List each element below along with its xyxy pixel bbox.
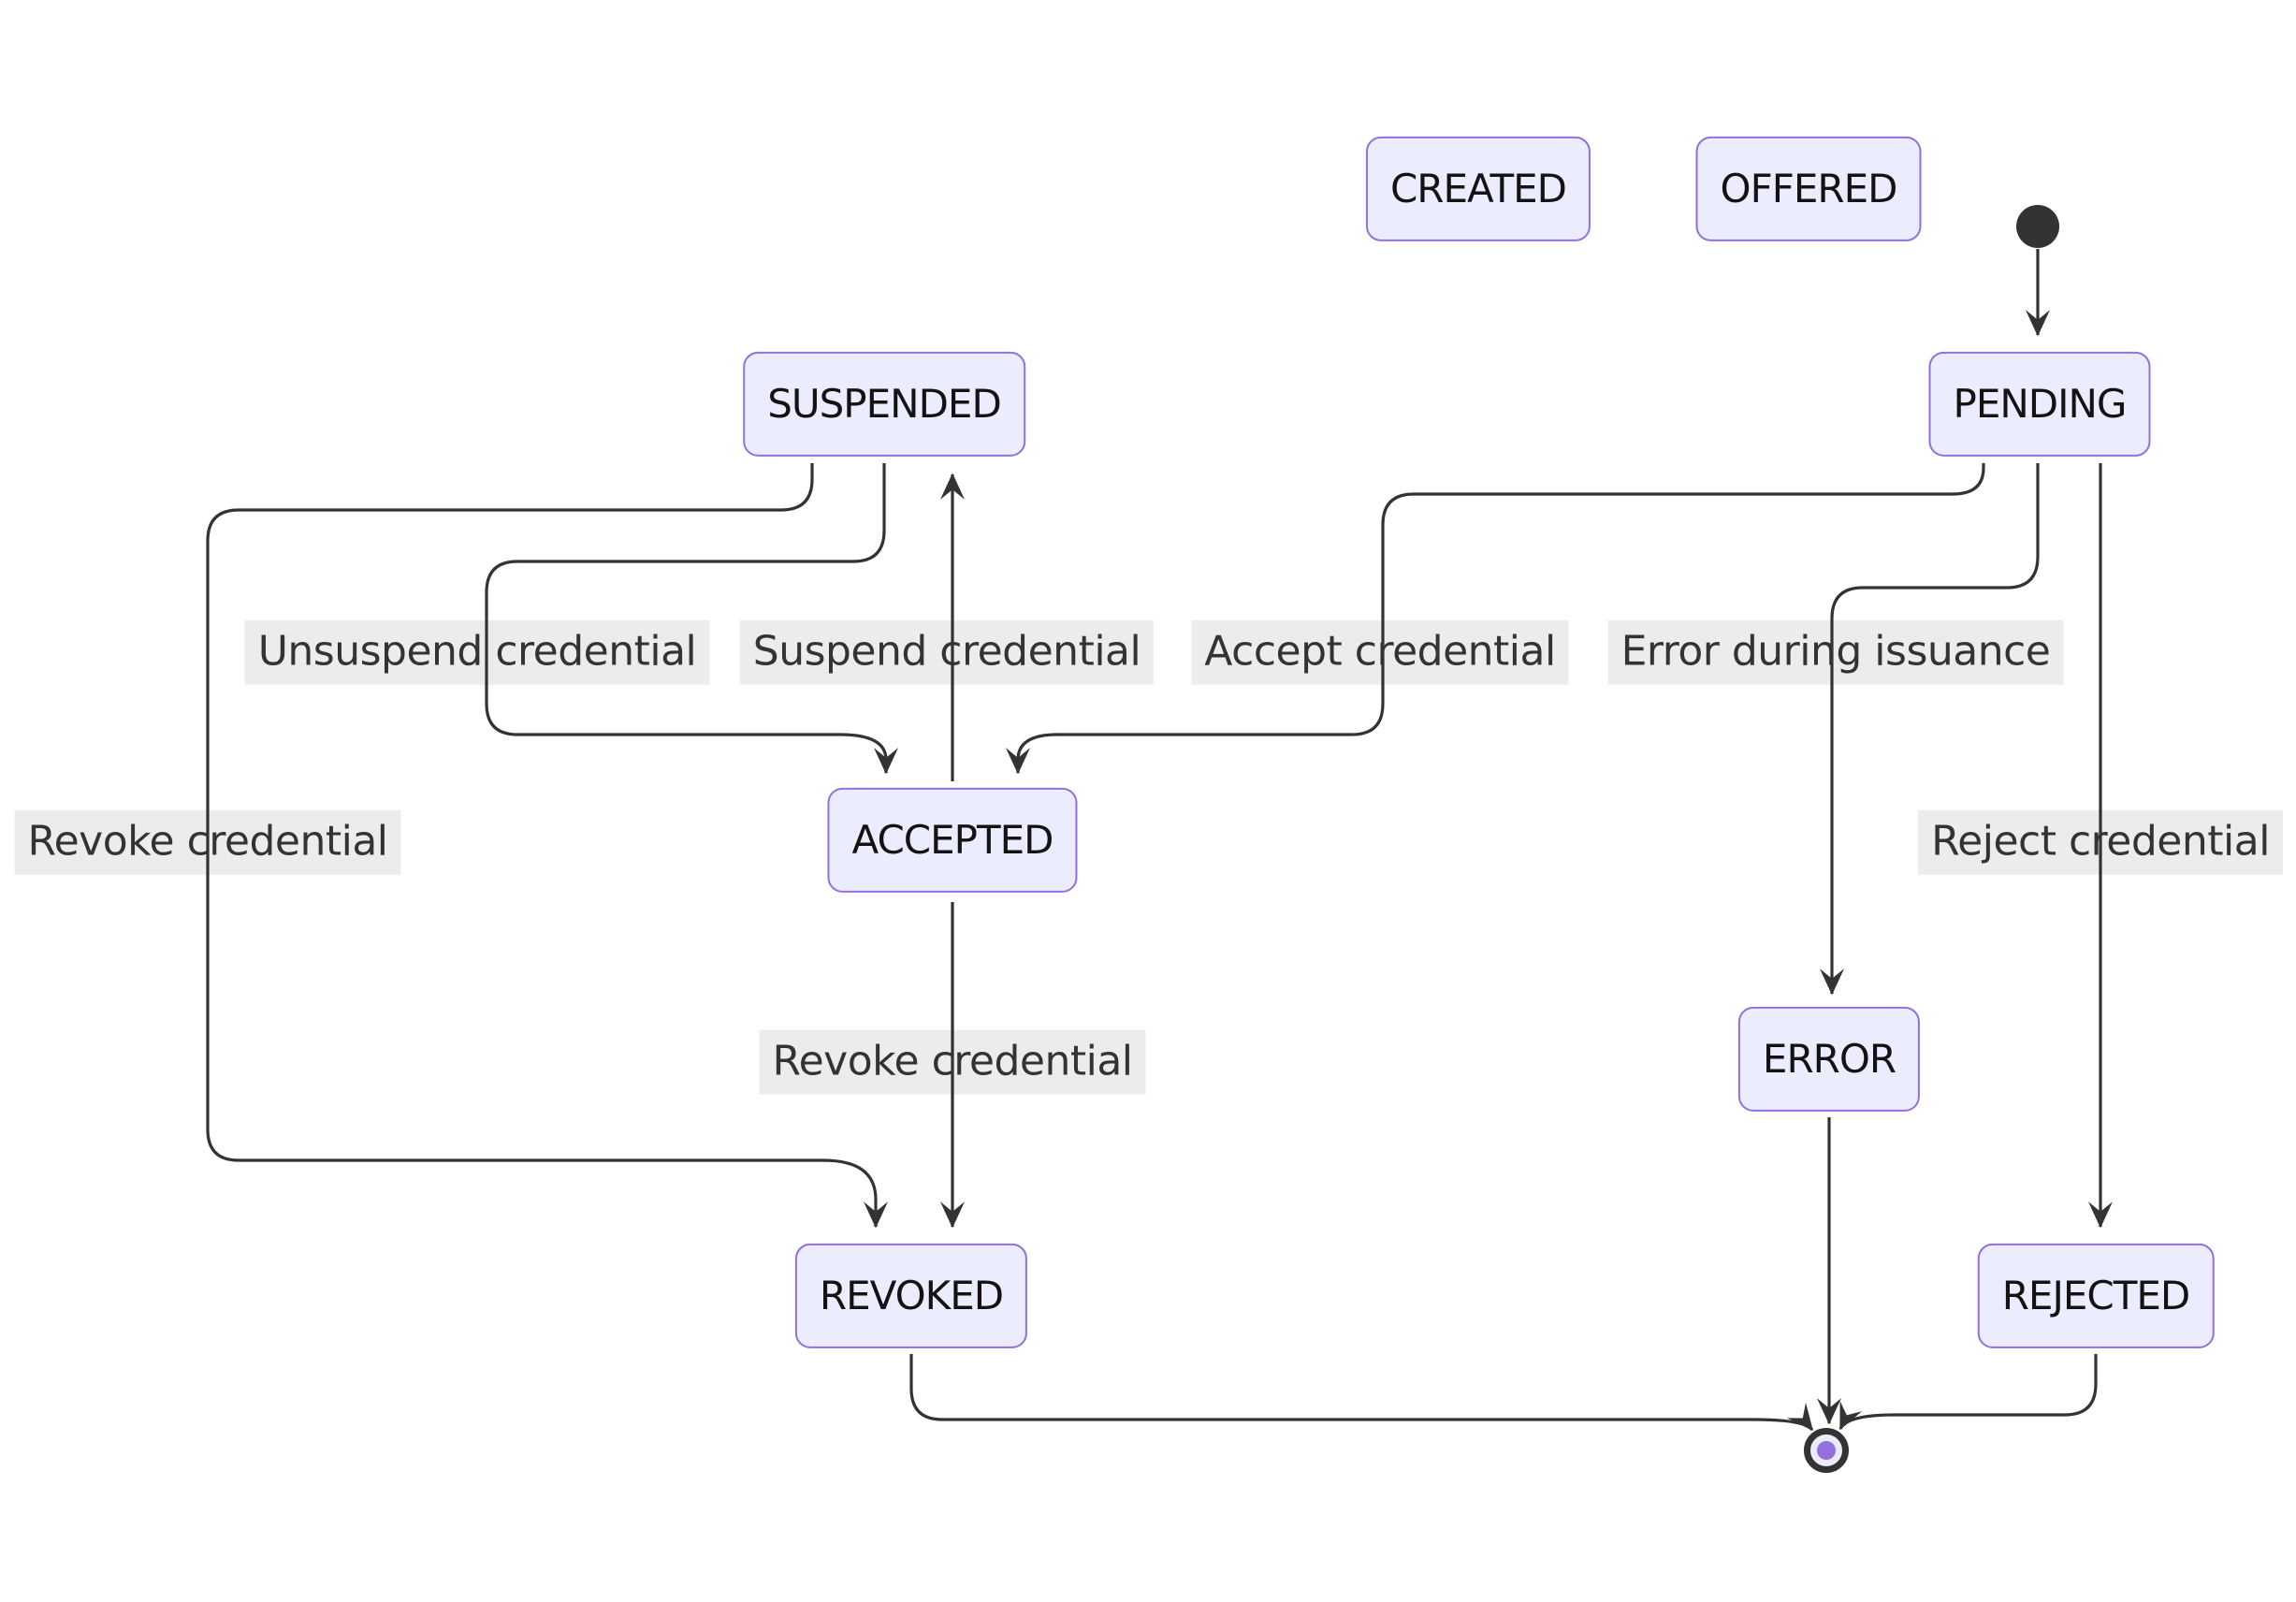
edge-pending-to-error xyxy=(1819,463,2040,996)
state-node-pending: PENDING xyxy=(1928,351,2151,458)
state-node-offered: OFFERED xyxy=(1695,136,1922,242)
state-node-rejected: REJECTED xyxy=(1977,1243,2215,1349)
edge-suspended-to-accepted xyxy=(485,463,899,775)
start-state-icon xyxy=(2016,205,2059,248)
state-node-created: CREATED xyxy=(1365,136,1591,242)
edge-label-revoke-credential-center: Revoke credential xyxy=(759,1029,1146,1095)
edge-label-accept-credential: Accept credential xyxy=(1191,619,1569,685)
edge-label-revoke-credential-left: Revoke credential xyxy=(14,809,401,875)
edge-label-suspend-credential: Suspend credential xyxy=(739,619,1155,685)
state-node-error: ERROR xyxy=(1737,1006,1921,1113)
edge-label-unsuspend-credential: Unsuspend credential xyxy=(244,619,710,685)
edge-pending-to-accepted xyxy=(1005,463,1985,775)
state-node-revoked: REVOKED xyxy=(794,1243,1028,1349)
final-state-icon xyxy=(1804,1428,1849,1473)
edge-label-error-during-issuance: Error during issuance xyxy=(1607,619,2064,685)
state-node-accepted: ACCEPTED xyxy=(827,787,1078,894)
edge-label-reject-credential: Reject credential xyxy=(1918,809,2283,875)
edge-rejected-to-final xyxy=(1838,1354,2098,1431)
state-node-suspended: SUSPENDED xyxy=(743,351,1025,458)
edge-revoked-to-final xyxy=(909,1354,1814,1432)
